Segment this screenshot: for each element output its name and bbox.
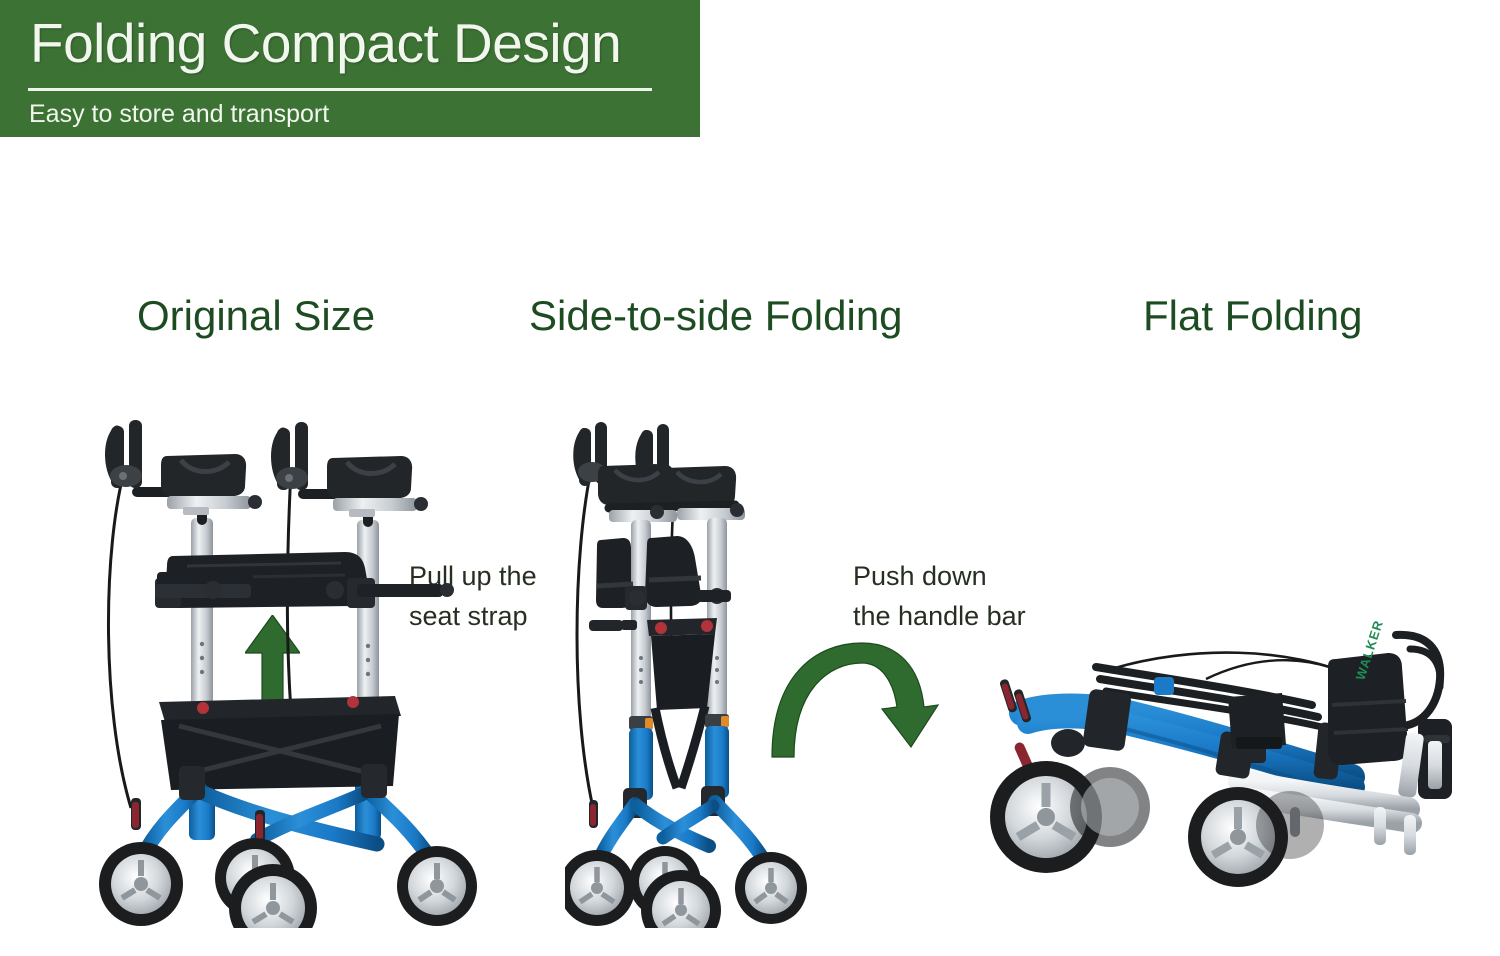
wheel — [229, 864, 317, 928]
wheel — [565, 850, 635, 926]
section-heading-side-to-side-folding: Side-to-side Folding — [529, 292, 903, 339]
caption-line-2: seat strap — [409, 601, 528, 631]
wheel — [735, 852, 807, 924]
header-banner: Folding Compact Design Easy to store and… — [0, 0, 700, 137]
product-figure-side-to-side-folding — [565, 408, 825, 928]
arrow-curved-right-down-icon — [770, 635, 955, 760]
section-heading-flat-folding: Flat Folding — [1143, 292, 1363, 339]
wheel — [397, 846, 477, 926]
wheel — [641, 870, 721, 928]
wheel — [990, 761, 1102, 873]
caption-line-2: the handle bar — [853, 601, 1026, 631]
product-figure-original-size — [95, 408, 485, 928]
banner-divider — [28, 88, 652, 91]
product-figure-flat-folding: WALKER — [960, 595, 1480, 925]
caption-push-down-handle-bar: Push down the handle bar — [853, 556, 1026, 636]
banner-title: Folding Compact Design — [30, 12, 622, 74]
banner-subtitle: Easy to store and transport — [29, 100, 330, 128]
wheel — [99, 842, 183, 926]
section-heading-original-size: Original Size — [137, 292, 376, 339]
wheel — [1188, 787, 1288, 887]
caption-line-1: Push down — [853, 561, 987, 591]
